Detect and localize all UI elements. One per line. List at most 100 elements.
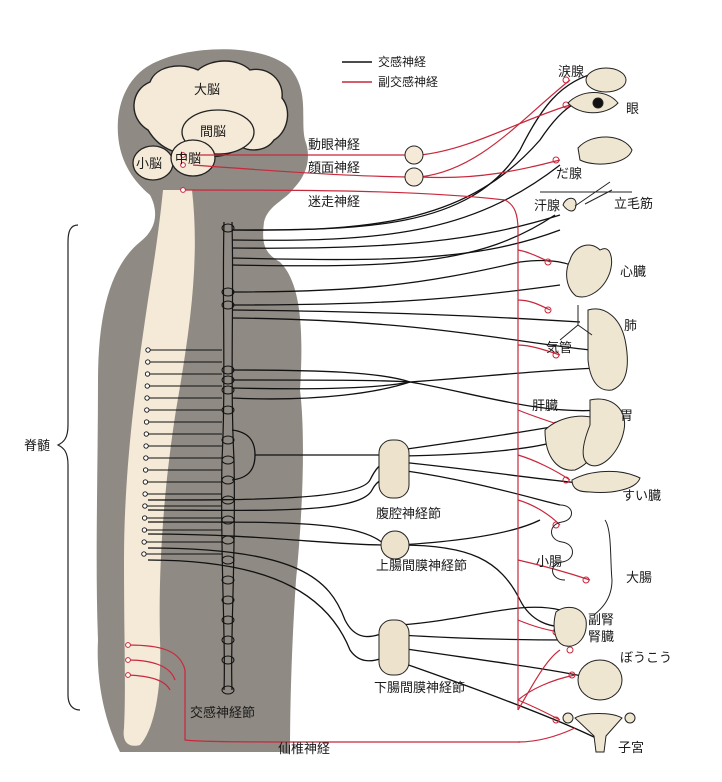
chain-bead [221, 515, 235, 525]
label-midbrain: 中脳 [175, 152, 201, 167]
legend: 交感神経 副交感神経 [342, 54, 438, 89]
label-liver: 肝臓 [532, 399, 558, 414]
nerve-root-node [144, 407, 150, 413]
eye-pupil [592, 97, 604, 109]
nerve-root-node [143, 431, 149, 437]
sacral-root-node [125, 657, 131, 663]
bronchi-shape [559, 305, 593, 341]
chain-bead [221, 655, 235, 665]
label-bladder: ぼうこう [620, 651, 672, 666]
nerve-root-node [142, 479, 149, 485]
brain-group [132, 60, 289, 181]
inferior-mesenteric-ganglion-box [378, 619, 410, 676]
chain-bead [221, 223, 235, 233]
parasympathetic-synapse [552, 716, 560, 724]
nerve-root-node [143, 419, 150, 425]
parasympathetic-synapse [544, 306, 552, 314]
lacrimal-gland-shape [585, 67, 627, 93]
stomach-shape [582, 398, 626, 467]
parasympathetic-synapse [544, 258, 552, 266]
label-small-intestine: 小腸 [536, 555, 562, 570]
spinal-nerve-roots [125, 152, 222, 678]
label-facial-nerve: 顔面神経 [308, 161, 360, 176]
parasympathetic-synapse [566, 646, 574, 654]
celiac-ganglion-box [378, 439, 410, 499]
label-pancreas: すい臓 [622, 489, 661, 504]
ciliary-ganglion [404, 145, 424, 165]
sacral-root-node [125, 672, 131, 678]
label-sacral-nerve: 仙椎神経 [278, 742, 330, 757]
label-cerebellum: 小脳 [136, 157, 162, 172]
label-cerebrum: 大脳 [194, 83, 220, 98]
label-bronchi: 気管 [546, 340, 572, 356]
pancreas-shape [571, 470, 641, 493]
abdominal-ganglia [378, 439, 410, 676]
label-sweat-gland: 汗腺 [534, 199, 560, 214]
label-adrenal-gland: 副腎 [588, 613, 614, 628]
label-celiac-ganglion: 腹腔神経節 [376, 506, 441, 522]
chain-bead [221, 575, 235, 585]
label-stomach: 胃 [620, 409, 633, 424]
nerve-root-node [141, 515, 148, 521]
superior-mesenteric-ganglion-box [380, 530, 410, 560]
brainstem-root-node [180, 152, 186, 158]
nerve-root-node [141, 527, 148, 533]
chain-bead [221, 635, 235, 645]
label-oculomotor-nerve: 動眼神経 [308, 138, 360, 153]
chain-bead [221, 455, 235, 465]
bladder-shape [577, 659, 623, 701]
chain-bead [221, 615, 235, 625]
arrector-muscle-shape [574, 181, 613, 207]
nerve-root-node [142, 491, 148, 497]
nerve-root-node [142, 503, 148, 509]
brainstem-root-node [180, 187, 186, 193]
chain-bead [221, 685, 235, 695]
ovary-left [562, 712, 574, 724]
heart-shape [566, 244, 613, 298]
spinal-cord-bracket [56, 224, 81, 711]
label-eye: 眼 [626, 102, 639, 117]
label-superior-mesenteric-ganglion: 上腸間膜神経節 [376, 559, 467, 574]
nerve-root-node [142, 467, 149, 473]
legend-sympathetic-label: 交感神経 [378, 54, 426, 69]
chain-bead [221, 595, 235, 605]
label-diencephalon: 間脳 [200, 125, 226, 140]
sacral-root-node [125, 642, 131, 648]
large-intestine-shape [593, 519, 613, 616]
cranial-ganglia [404, 145, 424, 187]
label-lacrimal-gland: 涙腺 [558, 64, 584, 80]
label-sympathetic-trunk: 交感神経節 [190, 705, 255, 721]
label-arrector-muscle: 立毛筋 [614, 196, 653, 212]
label-spinal-cord: 脊髄 [24, 439, 50, 454]
chain-bead [221, 555, 235, 565]
organs [540, 67, 641, 753]
spinal-cord [123, 190, 195, 746]
parasympathetic-synapse [582, 576, 590, 584]
parasympathetic-synapse [562, 76, 570, 84]
nerve-root-node [144, 371, 151, 377]
lung-shape [587, 308, 628, 391]
nerve-root-node [144, 395, 150, 401]
small-intestine-shape [551, 504, 573, 581]
brainstem-root-node [180, 162, 186, 168]
label-large-intestine: 大腸 [626, 571, 652, 586]
nerve-root-node [141, 539, 147, 545]
adrenal-kidney-shape [553, 606, 587, 647]
chain-bead [221, 435, 235, 445]
nerve-root-node [145, 347, 151, 353]
parasympathetic-synapse [568, 671, 576, 679]
nerve-root-node [144, 383, 150, 389]
parasympathetic-synapse [562, 101, 570, 109]
label-uterus: 子宮 [618, 740, 644, 756]
nerve-root-node [145, 359, 151, 365]
nerve-root-node [141, 551, 147, 557]
chain-bead [221, 385, 235, 395]
ovary-right [624, 712, 636, 724]
label-kidney: 腎臓 [588, 630, 614, 645]
label-inferior-mesenteric-ganglion: 下腸間膜神経節 [374, 681, 465, 696]
legend-parasympathetic-label: 副交感神経 [378, 74, 438, 89]
salivary-gland-shape [577, 136, 633, 165]
label-heart: 心臓 [620, 265, 646, 280]
